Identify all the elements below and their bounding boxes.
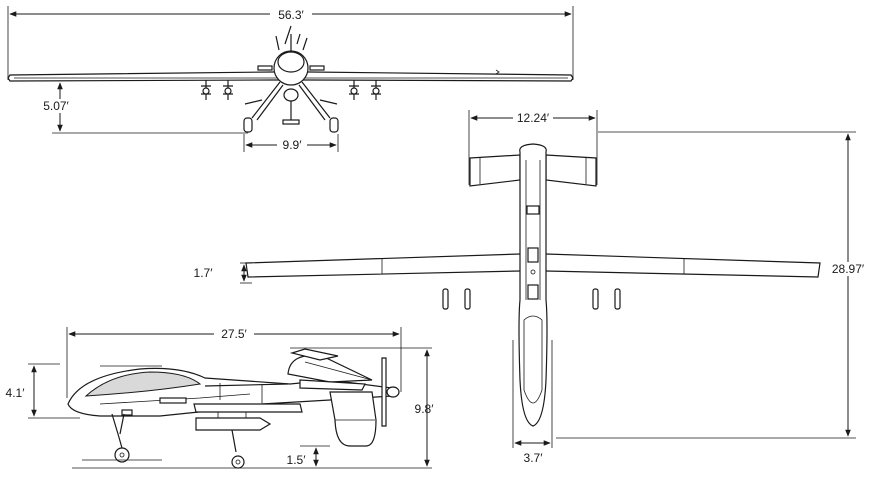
fuselage-width-label: 3.7′ xyxy=(524,451,544,465)
wing-chord-label: 1.7′ xyxy=(194,266,214,280)
front-track-label: 9.9′ xyxy=(283,138,303,152)
top-fuselage xyxy=(518,143,548,427)
side-propeller xyxy=(381,357,400,427)
side-landing-gear xyxy=(111,413,245,469)
side-view: 27.5′ xyxy=(2,327,435,469)
front-span-label: 56.3′ xyxy=(278,8,304,22)
front-fuselage xyxy=(257,25,325,125)
side-length-label: 27.5′ xyxy=(221,327,247,341)
top-length-label: 28.97′ xyxy=(832,262,865,276)
top-missiles xyxy=(442,288,621,310)
side-clearance-label: 1.5′ xyxy=(287,453,307,467)
side-total-height-label: 9.8′ xyxy=(415,402,435,416)
front-landing-gear xyxy=(243,81,339,133)
top-view: 12.24′ xyxy=(194,110,872,465)
front-height-label: 5.07′ xyxy=(43,99,69,113)
front-view: 56.3′ xyxy=(7,6,574,152)
front-missiles xyxy=(201,80,381,100)
side-body-height-label: 4.1′ xyxy=(6,386,26,400)
side-missile xyxy=(195,412,272,431)
side-wing xyxy=(193,383,303,413)
side-tail xyxy=(287,348,377,447)
side-fuselage xyxy=(67,367,393,417)
tail-span-label: 12.24′ xyxy=(517,111,550,125)
